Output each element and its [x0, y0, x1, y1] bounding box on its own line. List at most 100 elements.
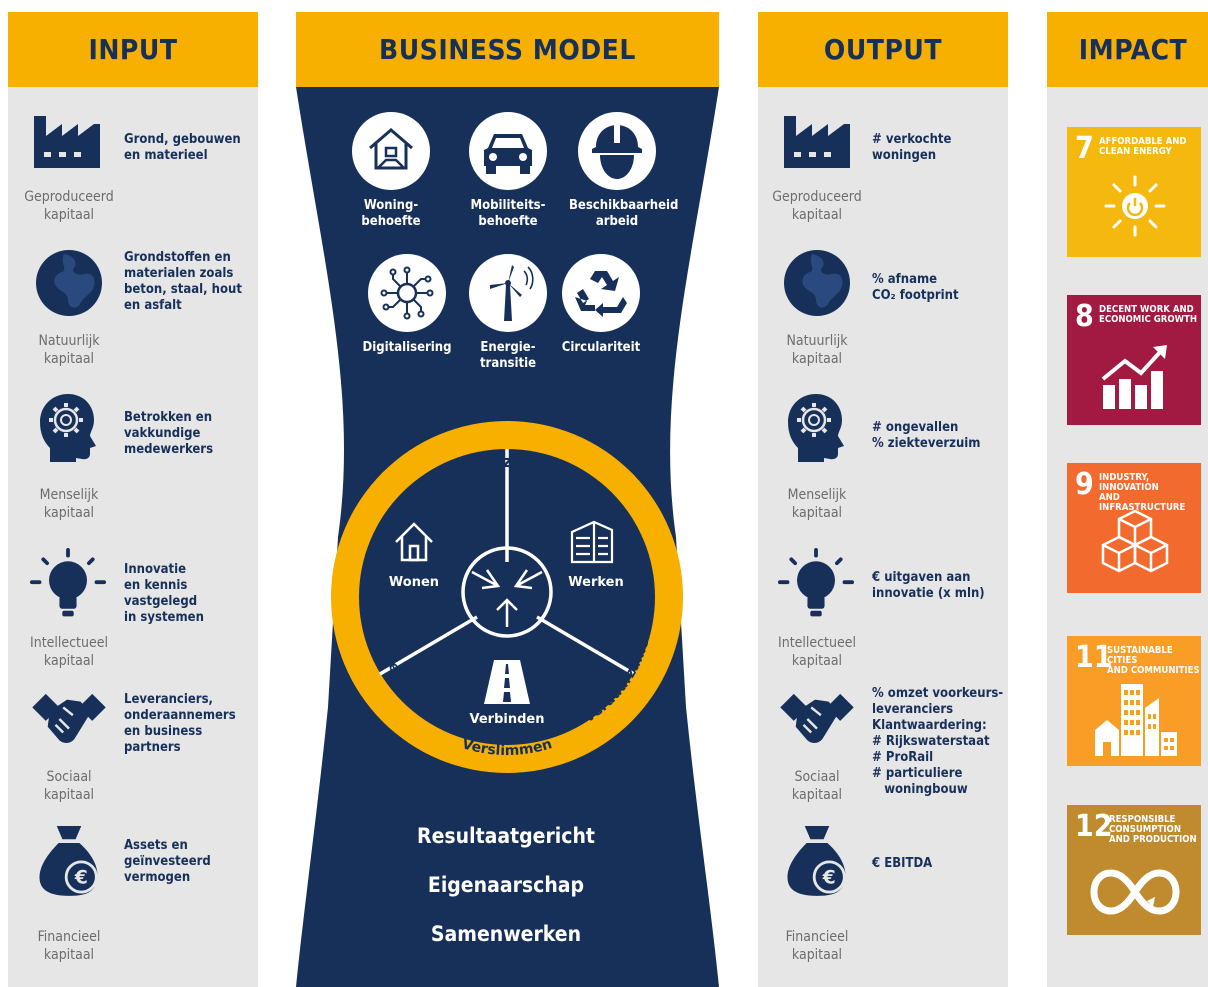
- capital-label: Sociaal kapitaal: [762, 768, 872, 804]
- capital-label-line1: Geproduceerd: [772, 189, 862, 205]
- capital-label-line2: kapitaal: [43, 351, 95, 367]
- text-line: vastgelegd: [124, 594, 198, 609]
- driver-label: Circulariteit: [553, 340, 649, 356]
- capital-label: Intellectueel kapitaal: [14, 634, 124, 670]
- driver-circle: [368, 254, 446, 332]
- capital-label-line2: kapitaal: [43, 653, 95, 669]
- driver-circle: [469, 112, 547, 190]
- head-gear-icon: [786, 392, 846, 462]
- capital-label-line1: Geproduceerd: [24, 189, 114, 205]
- segment-werken: Werken: [568, 575, 623, 590]
- text-line: Innovatie: [124, 562, 187, 577]
- header-impact: IMPACT: [1047, 12, 1208, 87]
- capital-label-line1: Menselijk: [787, 487, 847, 503]
- text-line: en kennis: [124, 578, 188, 593]
- capital-label-line1: Natuurlijk: [38, 333, 100, 349]
- text-line: geïnvesteerd: [124, 854, 211, 869]
- capital-label-line2: kapitaal: [791, 351, 843, 367]
- text-line: leveranciers: [872, 702, 954, 717]
- input-panel: [8, 12, 258, 987]
- text-line: en business: [124, 724, 203, 739]
- cubes-icon: [1101, 509, 1169, 573]
- text-line: # particuliere: [872, 766, 963, 781]
- value-result-oriented: Resultaatgericht: [417, 824, 595, 848]
- header-impact-label: IMPACT: [1078, 33, 1188, 66]
- text-line: % ziekteverzuim: [872, 436, 981, 451]
- sdg-number: 7: [1075, 131, 1094, 166]
- capital-label-line2: kapitaal: [791, 505, 843, 521]
- capital-label-line2: kapitaal: [43, 787, 95, 803]
- sdg-title-line: RESPONSIBLE: [1109, 814, 1176, 825]
- sdg-number: 11: [1075, 640, 1113, 675]
- text-line: # ongevallen: [872, 420, 959, 435]
- driver-label-line1: Energie-: [480, 340, 536, 355]
- sdg-title-line: SUSTAINABLE CITIES: [1107, 645, 1173, 666]
- driver-housing-need: Woning-behoefte: [343, 112, 439, 230]
- header-input: INPUT: [8, 12, 258, 87]
- recycle-icon: [575, 271, 627, 317]
- sdg-title-line: CLEAN ENERGY: [1099, 146, 1172, 157]
- text-line: vakkundige: [124, 426, 201, 441]
- text-line: innovatie (x mln): [872, 586, 985, 601]
- capital-label-line2: kapitaal: [43, 947, 95, 963]
- hard-hat-icon: [592, 125, 642, 179]
- driver-label-line2: transitie: [479, 356, 537, 371]
- header-business-model: BUSINESS MODEL: [296, 12, 719, 87]
- capital-label-line2: kapitaal: [791, 947, 843, 963]
- house-handshake-icon: [369, 128, 413, 170]
- text-line: Grondstoffen en: [124, 250, 231, 265]
- factory-icon: [32, 110, 102, 170]
- segment-verbinden: Verbinden: [470, 712, 545, 727]
- factory-icon: [782, 110, 852, 170]
- text-line: € uitgaven aan: [872, 570, 971, 585]
- text-line: en materieel: [124, 148, 208, 163]
- sdg-title-line: CONSUMPTION: [1109, 824, 1181, 835]
- globe-icon: [34, 248, 104, 318]
- header-output-label: OUTPUT: [823, 33, 943, 66]
- road-icon: [484, 660, 530, 704]
- output-panel: [758, 12, 1008, 987]
- money-bag-icon: [784, 822, 850, 898]
- driver-circle: [562, 254, 640, 332]
- capital-label-line1: Intellectueel: [30, 635, 108, 651]
- sdg-title-line: AND PRODUCTION: [1109, 834, 1197, 845]
- text-line: beton, staal, hout: [124, 282, 242, 297]
- text-line: in systemen: [124, 610, 204, 625]
- car-icon: [484, 134, 532, 174]
- sdg-title-line: DECENT WORK AND: [1099, 304, 1194, 315]
- circuit-icon: [380, 266, 434, 320]
- driver-digitalisation: Digitalisering: [359, 254, 455, 356]
- handshake-icon: [778, 690, 856, 748]
- text-line: # ProRail: [872, 750, 934, 765]
- text-line: CO₂ footprint: [872, 288, 959, 303]
- driver-circularity: Circulariteit: [553, 254, 649, 356]
- text-line: % afname: [872, 272, 938, 287]
- head-gear-icon: [38, 392, 98, 462]
- driver-label-line2: behoefte: [361, 214, 421, 229]
- lightbulb-icon: [30, 548, 106, 624]
- driver-label: Energie-transitie: [460, 340, 556, 372]
- text-line: onderaannemers: [124, 708, 236, 723]
- capital-label-line1: Sociaal: [794, 769, 840, 785]
- text-line: Assets en: [124, 838, 188, 853]
- capital-label-line2: kapitaal: [791, 787, 843, 803]
